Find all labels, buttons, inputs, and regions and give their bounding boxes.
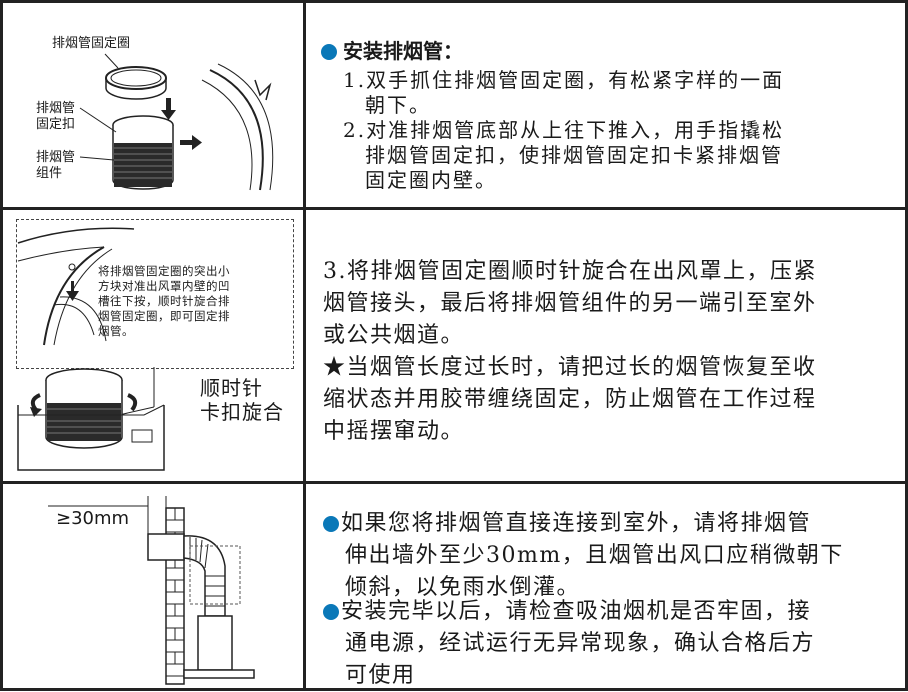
- table-border-right: [905, 0, 908, 691]
- label-fixing-ring: 排烟管固定圈: [52, 36, 131, 51]
- install-heading: 安装排烟管：: [321, 35, 463, 64]
- detail-inset-box: [16, 219, 294, 369]
- pipe-ring-illustration: [79, 53, 274, 191]
- bullet-dot-icon: [323, 516, 339, 532]
- row-divider-2: [0, 481, 908, 484]
- clockwise-label: 顺时针 卡扣旋合: [200, 376, 284, 424]
- label-pipe-assembly: 排烟管组件: [36, 150, 76, 181]
- label-fixing-clip: 排烟管固定扣: [36, 101, 76, 132]
- detail-note: 将排烟管固定圈的突出小 方块对准出风罩内壁的凹 槽往下按，顺时针旋合排 烟管固定…: [98, 264, 230, 338]
- bullet-dot-icon: [321, 44, 337, 60]
- bullet-dot-icon: [323, 604, 339, 620]
- bullet-final-check: 安装完毕以后，请检查吸油烟机是否牢固，接 通电源，经试运行无异常现象，确认合格后…: [323, 596, 815, 692]
- table-border-left: [0, 0, 3, 691]
- column-divider: [303, 0, 306, 691]
- table-border-bottom: [0, 688, 908, 691]
- wall-pipe-illustration: [48, 496, 255, 685]
- install-step-2: 2.对准排烟管底部从上往下推入，用手指撬松 排烟管固定扣，使排烟管固定扣卡紧排烟…: [343, 118, 785, 192]
- min-distance-label: ≥30mm: [56, 508, 130, 529]
- step-3-paragraph: 3.将排烟管固定圈顺时针旋合在出风罩上，压紧 烟管接头，最后将排烟管组件的另一端…: [323, 259, 817, 348]
- long-pipe-note: ★当烟管长度过长时，请把过长的烟管恢复至收 缩状态并用胶带缠绕固定，防止烟管在工…: [323, 355, 817, 444]
- table-border-top: [0, 0, 908, 3]
- bullet-outdoor-pipe: 如果您将排烟管直接连接到室外，请将排烟管 伸出墙外至少30mm，且烟管出风口应稍…: [323, 508, 844, 604]
- rotate-install-illustration: [17, 227, 165, 471]
- install-step-1: 1.双手抓住排烟管固定圈，有松紧字样的一面 朝下。: [343, 68, 785, 117]
- row-divider-1: [0, 207, 908, 210]
